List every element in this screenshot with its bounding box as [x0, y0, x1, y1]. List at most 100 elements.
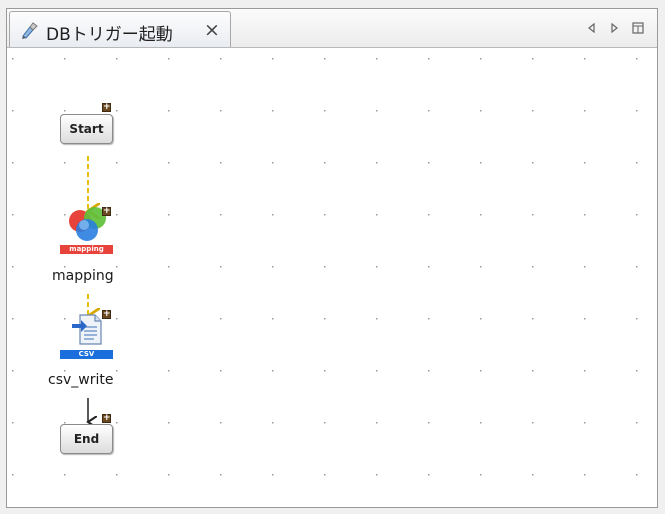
- csv-file-icon[interactable]: [70, 312, 106, 348]
- grid-dot: [324, 474, 326, 476]
- grid-dot: [324, 266, 326, 268]
- tab-db-trigger[interactable]: DBトリガー起動 ×: [9, 11, 231, 47]
- grid-dot: [168, 110, 170, 112]
- grid-dot: [12, 266, 14, 268]
- grid-dot: [168, 162, 170, 164]
- mapping-node-label: mapping: [52, 268, 114, 284]
- grid-dot: [116, 474, 118, 476]
- grid-dot: [428, 214, 430, 216]
- grid-dot: [12, 474, 14, 476]
- flow-canvas[interactable]: Start + + mapping mapping + CSV csv_writ…: [7, 48, 657, 507]
- grid-dot: [324, 162, 326, 164]
- grid-dot: [584, 110, 586, 112]
- grid-dot: [272, 266, 274, 268]
- grid-dot: [480, 318, 482, 320]
- grid-dot: [168, 58, 170, 60]
- grid-dot: [168, 370, 170, 372]
- grid-dot: [636, 422, 638, 424]
- grid-dot: [584, 422, 586, 424]
- grid-dot: [168, 474, 170, 476]
- grid-dot: [272, 474, 274, 476]
- grid-dot: [584, 370, 586, 372]
- mapper-badge: mapping: [60, 245, 113, 254]
- grid-dot: [12, 110, 14, 112]
- expand-start-icon[interactable]: +: [102, 102, 111, 112]
- grid-dot: [12, 162, 14, 164]
- grid-dot: [220, 214, 222, 216]
- grid-dot: [480, 214, 482, 216]
- start-node[interactable]: Start: [60, 114, 113, 144]
- grid-dot: [428, 266, 430, 268]
- grid-dot: [116, 266, 118, 268]
- grid-dot: [324, 422, 326, 424]
- flow-connections: [7, 156, 657, 508]
- expand-end-icon[interactable]: +: [102, 413, 111, 423]
- grid-dot: [272, 370, 274, 372]
- expand-csv-icon[interactable]: +: [102, 309, 111, 319]
- grid-dot: [272, 58, 274, 60]
- maximize-icon[interactable]: [631, 21, 645, 35]
- grid-dot: [64, 214, 66, 216]
- grid-dot: [376, 422, 378, 424]
- end-node[interactable]: End: [60, 424, 113, 454]
- grid-dot: [636, 318, 638, 320]
- grid-dot: [584, 318, 586, 320]
- grid-dot: [64, 474, 66, 476]
- grid-dot: [636, 162, 638, 164]
- grid-dot: [12, 214, 14, 216]
- flow-file-icon: [22, 22, 38, 39]
- grid-dot: [532, 110, 534, 112]
- grid-dot: [324, 318, 326, 320]
- grid-dot: [376, 318, 378, 320]
- grid-dot: [584, 214, 586, 216]
- editor-tab-bar: DBトリガー起動 ×: [7, 9, 657, 48]
- grid-dot: [272, 110, 274, 112]
- grid-dot: [220, 162, 222, 164]
- grid-dot: [168, 266, 170, 268]
- grid-dot: [532, 422, 534, 424]
- close-tab-icon[interactable]: ×: [204, 19, 220, 41]
- expand-mapping-icon[interactable]: +: [102, 206, 111, 216]
- scroll-left-icon[interactable]: [585, 21, 599, 35]
- flow-editor-window: DBトリガー起動 ×: [6, 8, 658, 508]
- grid-dot: [64, 162, 66, 164]
- grid-dot: [168, 422, 170, 424]
- grid-dot: [376, 110, 378, 112]
- grid-dot: [428, 110, 430, 112]
- grid-dot: [324, 110, 326, 112]
- grid-dot: [116, 58, 118, 60]
- grid-dot: [116, 110, 118, 112]
- scroll-right-icon[interactable]: [607, 21, 621, 35]
- grid-dot: [220, 58, 222, 60]
- grid-dot: [64, 318, 66, 320]
- grid-dot: [428, 318, 430, 320]
- grid-dot: [324, 370, 326, 372]
- grid-dot: [168, 214, 170, 216]
- grid-dot: [116, 162, 118, 164]
- canvas-grid: [12, 58, 638, 476]
- grid-dot: [272, 162, 274, 164]
- grid-dot: [532, 266, 534, 268]
- grid-dot: [636, 110, 638, 112]
- grid-dot: [532, 474, 534, 476]
- grid-dot: [64, 110, 66, 112]
- grid-dot: [64, 58, 66, 60]
- grid-dot: [220, 266, 222, 268]
- grid-dot: [428, 370, 430, 372]
- grid-dot: [116, 422, 118, 424]
- grid-dot: [272, 422, 274, 424]
- grid-dot: [636, 214, 638, 216]
- grid-dot: [480, 370, 482, 372]
- grid-dot: [64, 422, 66, 424]
- grid-dot: [636, 474, 638, 476]
- grid-dot: [532, 318, 534, 320]
- grid-dot: [480, 110, 482, 112]
- grid-dot: [376, 58, 378, 60]
- grid-dot: [116, 370, 118, 372]
- grid-dot: [168, 318, 170, 320]
- grid-dot: [272, 318, 274, 320]
- grid-dot: [584, 474, 586, 476]
- mapper-icon[interactable]: [67, 205, 111, 243]
- csv-badge: CSV: [60, 350, 113, 359]
- grid-dot: [480, 266, 482, 268]
